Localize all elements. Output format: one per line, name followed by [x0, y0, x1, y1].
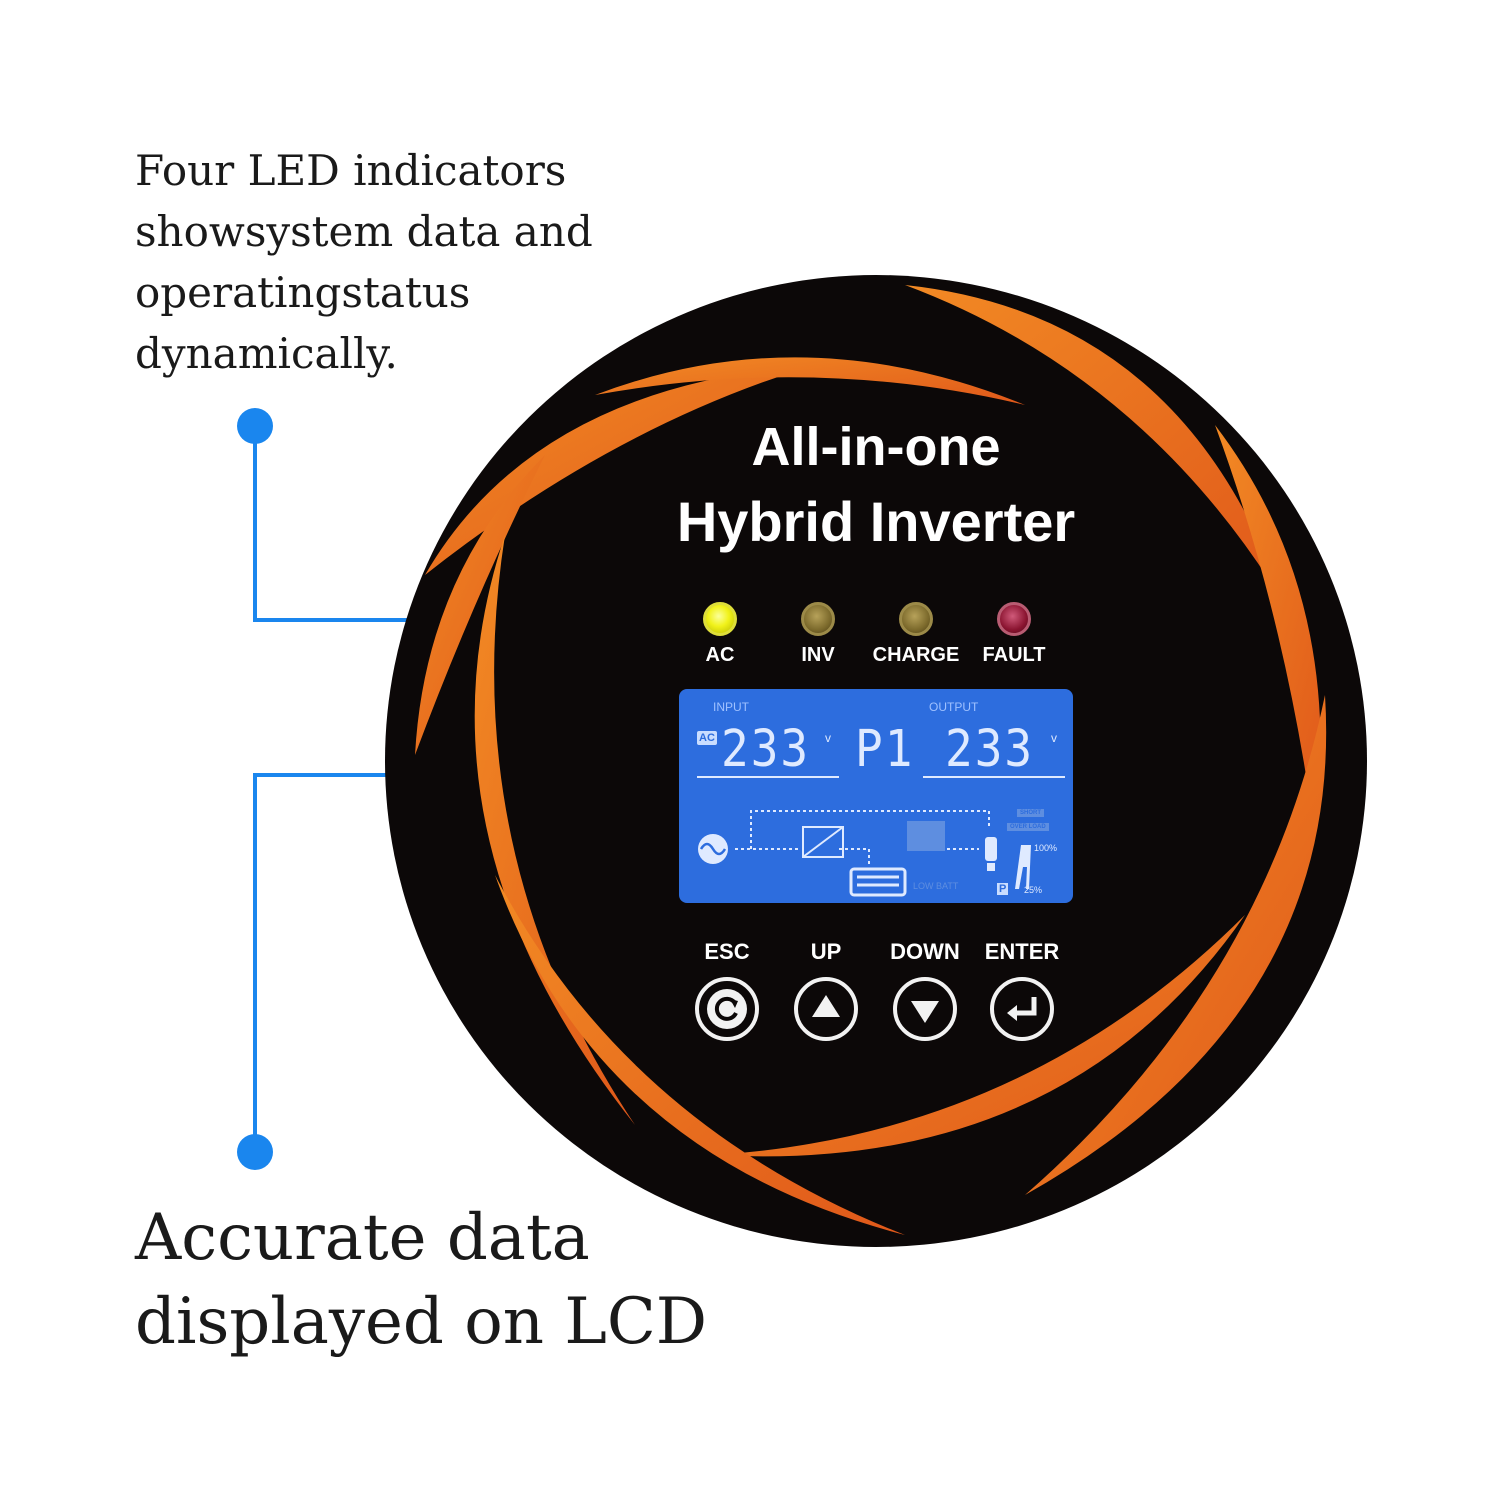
lcd-input-voltage: 233	[721, 718, 811, 779]
refresh-icon	[707, 989, 747, 1029]
triangle-down-icon	[911, 1001, 939, 1023]
lcd-caption: Accurate data displayed on LCD	[135, 1196, 735, 1364]
down-button[interactable]	[893, 977, 957, 1041]
caption-line: displayed on LCD	[135, 1285, 708, 1359]
led-label-charge: CHARGE	[872, 644, 960, 666]
lcd-screen: INPUT OUTPUT AC 233 v P1 233 v SHORT OVE…	[679, 689, 1073, 903]
lcd-load-max: 100%	[1034, 843, 1058, 853]
led-indicators-caption: Four LED indicators showsystem data and …	[135, 140, 593, 384]
enter-button[interactable]	[990, 977, 1054, 1041]
esc-label: ESC	[704, 939, 750, 964]
led-inv-indicator	[801, 602, 835, 636]
led-label-ac: AC	[705, 644, 735, 666]
lcd-ac-badge: AC	[697, 731, 717, 745]
caption-line: operatingstatus	[135, 268, 471, 317]
lcd-low-batt: LOW BATT	[913, 881, 959, 891]
lcd-p-badge: P	[997, 883, 1009, 895]
lcd-graphics	[697, 776, 1065, 897]
lcd-output-unit: v	[1051, 731, 1057, 745]
esc-button[interactable]	[695, 977, 759, 1041]
inverter-control-panel: All-in-one Hybrid Inverter AC INV CHARGE…	[385, 275, 1367, 1247]
up-label: UP	[810, 939, 842, 964]
orange-swirl-decoration	[415, 285, 1327, 1235]
leader-line-top-vertical	[253, 426, 257, 622]
lcd-output-label: OUTPUT	[929, 700, 979, 714]
up-button[interactable]	[794, 977, 858, 1041]
product-title-line2: Hybrid Inverter	[676, 490, 1076, 553]
caption-line: Accurate data	[135, 1201, 590, 1275]
led-charge-indicator	[899, 602, 933, 636]
caption-line: dynamically.	[135, 329, 398, 378]
lcd-short-tag: SHORT	[1017, 809, 1044, 817]
leader-line-bottom-vertical	[253, 773, 257, 1153]
led-ac-indicator	[703, 602, 737, 636]
lcd-output-voltage: 233	[945, 718, 1035, 779]
enter-label: ENTER	[984, 939, 1060, 964]
led-label-inv: INV	[801, 644, 835, 666]
enter-icon	[1007, 997, 1037, 1021]
caption-line: Four LED indicators	[135, 146, 567, 195]
lcd-input-unit: v	[825, 731, 831, 745]
led-label-fault: FAULT	[982, 644, 1046, 666]
caption-line: showsystem data and	[135, 207, 593, 256]
lcd-overload-tag: OVER LOAD	[1007, 823, 1049, 831]
lcd-mode: P1	[855, 718, 915, 779]
product-title-line1: All-in-one	[751, 417, 1001, 477]
leader-dot-bottom	[237, 1134, 273, 1170]
down-label: DOWN	[890, 939, 960, 964]
triangle-up-icon	[812, 995, 840, 1017]
led-fault-indicator	[997, 602, 1031, 636]
lcd-load-min: 25%	[1024, 885, 1043, 895]
lcd-input-label: INPUT	[713, 700, 749, 714]
